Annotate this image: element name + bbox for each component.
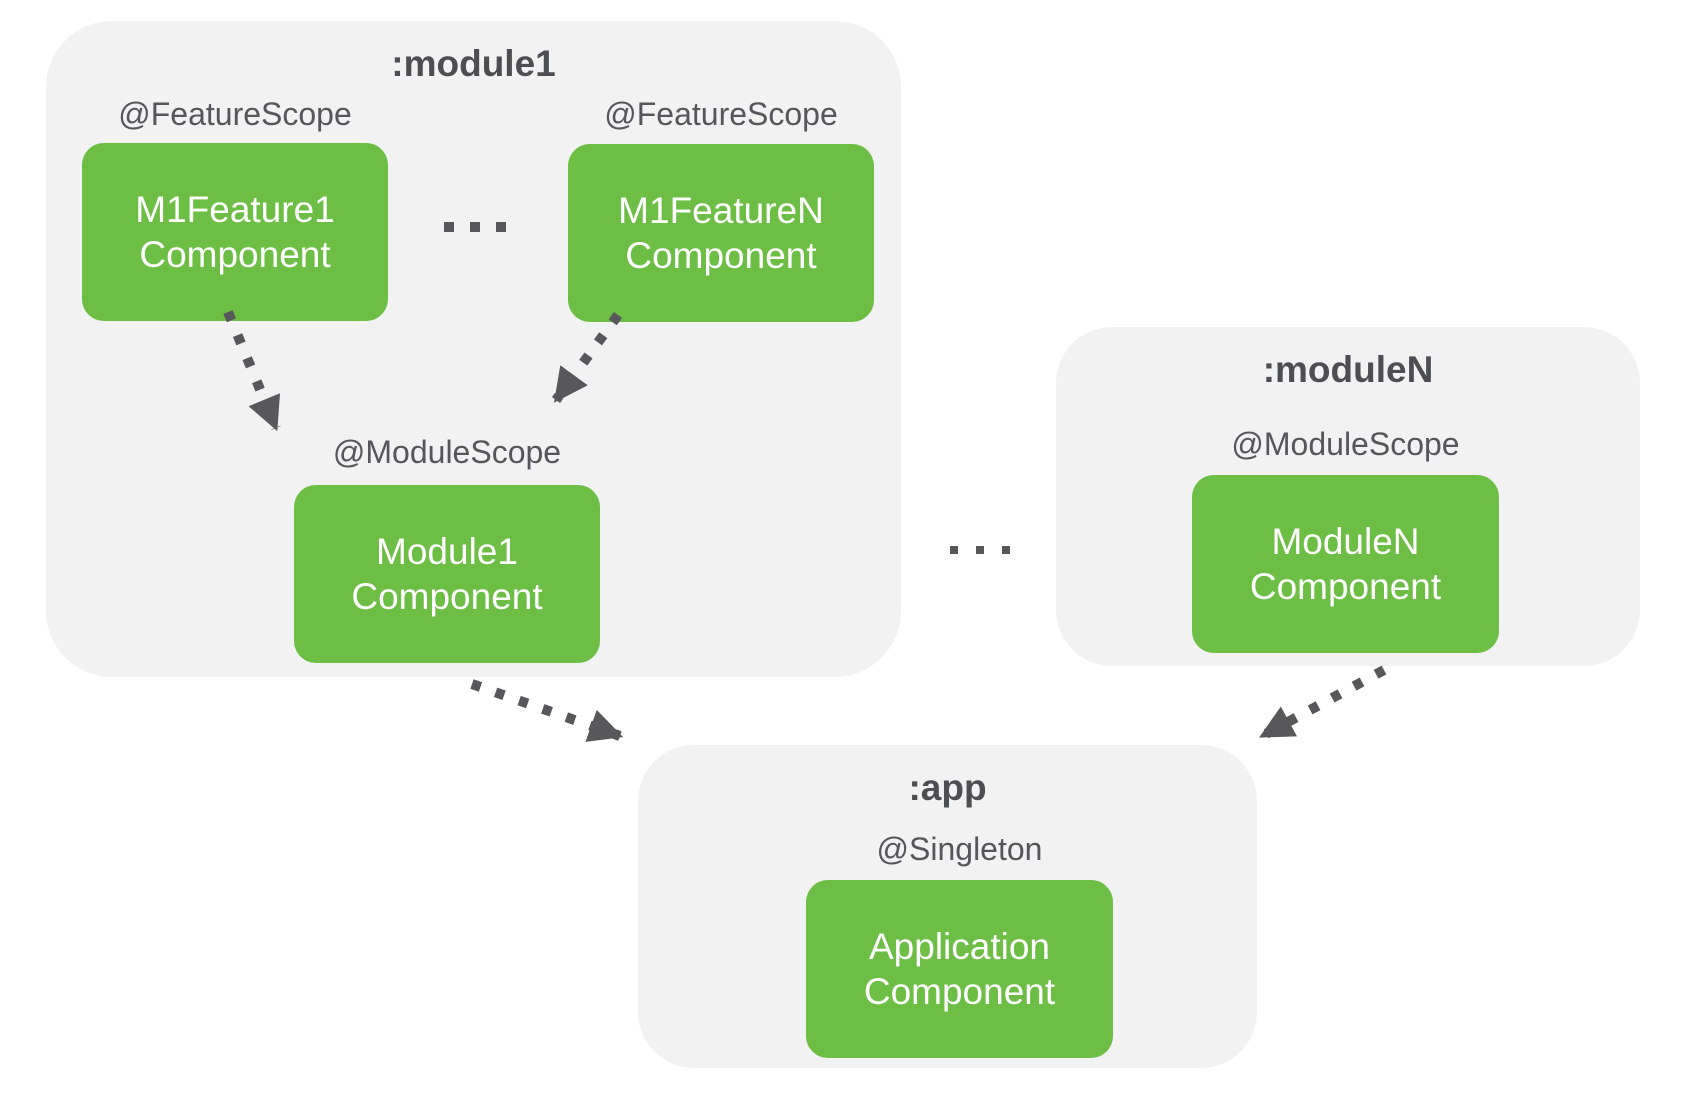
moduleN-scope-label: @ModuleScope [1231, 426, 1460, 462]
m1featureN-component-label-line2: Component [625, 235, 817, 276]
moduleN-component-box: ModuleN Component [1192, 475, 1499, 653]
application-component-box: Application Component [806, 880, 1113, 1058]
module1-component-label-line2: Component [351, 576, 543, 617]
ellipsis-dot [470, 222, 480, 232]
m1feature1-component-label-line1: M1Feature1 [135, 189, 335, 230]
feature1-scope-label: @FeatureScope [118, 96, 352, 132]
moduleN-title: :moduleN [1262, 349, 1434, 390]
app-title: :app [908, 767, 987, 808]
application-component-label-line2: Component [863, 971, 1056, 1012]
app-scope-label: @Singleton [876, 831, 1043, 867]
m1featureN-component-label-line1: M1FeatureN [618, 190, 824, 231]
moduleN-component-label-line1: ModuleN [1271, 521, 1420, 562]
m1feature1-component-label-line2: Component [139, 234, 331, 275]
m1featureN-component-box: M1FeatureN Component [568, 144, 874, 322]
application-component-label-line1: Application [868, 926, 1050, 967]
ellipsis-dot [976, 546, 984, 554]
moduleN-component-label-line2: Component [1249, 566, 1442, 607]
ellipsis-dot [950, 546, 958, 554]
ellipsis-dot [1002, 546, 1010, 554]
module1-component-box: Module1 Component [294, 485, 600, 663]
module1-component-label-line1: Module1 [376, 531, 518, 572]
ellipsis-dot [496, 222, 506, 232]
module1-scope-label: @ModuleScope [332, 434, 562, 470]
ellipsis-dot [444, 222, 454, 232]
arrow-m1feature1-to-module1 [223, 310, 281, 432]
module1-title: :module1 [391, 43, 556, 84]
m1feature1-component-box: M1Feature1 Component [82, 143, 388, 321]
arrow-m1featureN-to-module1 [551, 312, 623, 403]
arrow-module1-to-app [470, 679, 624, 742]
arrow-moduleN-to-app [1259, 665, 1387, 741]
featureN-scope-label: @FeatureScope [604, 96, 838, 132]
